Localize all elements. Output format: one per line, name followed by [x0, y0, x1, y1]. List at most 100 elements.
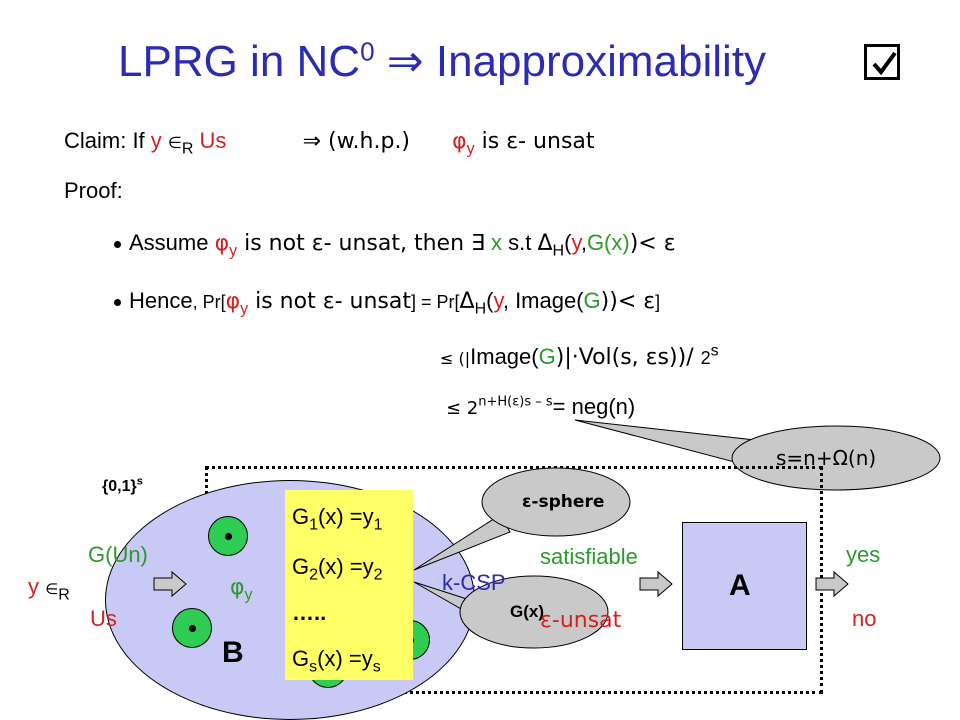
- gs-j: s: [372, 658, 381, 676]
- bullet-hence: Hence, Pr[φy is not ε- unsat] = Pr[ΔH(y,…: [114, 288, 661, 318]
- b1-x: x: [484, 230, 503, 255]
- b1-text-c: s.t: [502, 230, 538, 255]
- b2-text-c: (: [486, 288, 494, 313]
- proof-label: Proof:: [64, 178, 123, 203]
- sphere-bubble-shape: [481, 467, 631, 537]
- g-list-item-1: G1(x) =y1: [292, 504, 383, 534]
- g1-j: 1: [373, 516, 383, 534]
- ineq2-tail: = neg(n): [552, 394, 636, 419]
- set-label-text: {0,1}: [102, 478, 137, 495]
- sphere-bubble-text: ε-sphere: [522, 492, 605, 512]
- b2-text-b: is not ε- unsat: [248, 289, 411, 314]
- g1-mid: (x) =y: [318, 504, 374, 529]
- ineq1-base: 2: [700, 348, 711, 368]
- b2-y: y: [493, 288, 503, 313]
- checked-checkbox-icon: [864, 44, 900, 80]
- bullet-dot: [114, 298, 121, 306]
- y-in-sub: R: [58, 586, 70, 604]
- claim-line: Claim: If y ∈R Us ⇒ (w.h.p.) φy is ε- un…: [64, 128, 595, 158]
- b1-gx: G(x): [586, 230, 630, 255]
- b1-text-d: (: [564, 230, 572, 255]
- b2-delta-sub: H: [474, 300, 487, 318]
- ineq1-text-a: Image(: [470, 344, 539, 369]
- g2-g: G: [292, 554, 310, 579]
- phi-y-sub: y: [244, 586, 253, 604]
- b2-text-d: , Image(: [502, 288, 584, 313]
- title-suffix: Inapproximability: [435, 37, 767, 86]
- b2-delta: Δ: [459, 289, 475, 314]
- yes-label: yes: [846, 542, 881, 567]
- slide-title: LPRG in NC0 ⇒ Inapproximability: [118, 36, 766, 87]
- gs-mid: (x) =y: [317, 646, 373, 671]
- sphere-bubble-pointer: [413, 514, 511, 571]
- phi-y-label: φy: [230, 574, 253, 604]
- b1-exists: ∃: [471, 231, 485, 256]
- y-in-label: y ∈R: [28, 574, 70, 604]
- b2-pr-c: ]: [655, 292, 661, 312]
- ineq2-exp: n+H(ε)s – s: [478, 394, 553, 410]
- claim-y: y: [150, 128, 162, 153]
- bullet-dot: [114, 240, 121, 248]
- b1-delta: Δ: [537, 231, 553, 256]
- title-prefix: LPRG in NC: [118, 37, 361, 86]
- inequality-1: ≤ (|Image(G)|·Vol(s, εs))/ 2s: [440, 343, 719, 370]
- point-dot-2: [172, 608, 212, 648]
- claim-rest: is ε- unsat: [474, 129, 595, 154]
- ineq2-leq: ≤ 2: [446, 398, 479, 419]
- g-un-label: G(Un): [88, 542, 148, 567]
- b2-pr-b: ] = Pr[: [411, 292, 460, 312]
- gx-bubble-shape: [459, 575, 609, 649]
- claim-lead: Claim: If: [64, 128, 151, 153]
- ineq1-leq: ≤ (|: [440, 349, 471, 368]
- b1-text-a: Assume: [129, 230, 215, 255]
- b2-phi-sub: y: [240, 300, 249, 318]
- phi-y-phi: φ: [230, 575, 245, 600]
- bullet-assume: Assume φy is not ε- unsat, then ∃ x s.t …: [114, 230, 676, 260]
- claim-phi: φ: [452, 129, 467, 154]
- g-list-box: [285, 490, 413, 680]
- set-label: {0,1}s: [102, 475, 143, 496]
- inequality-2: ≤ 2n+H(ε)s – s= neg(n): [446, 394, 635, 420]
- satisfiable-label: satisfiable: [540, 544, 638, 569]
- g-list-dots: …..: [292, 600, 327, 625]
- b1-text-f: )< ε: [629, 231, 676, 256]
- arrow-out-a: [815, 570, 849, 598]
- g1-g: G: [292, 504, 310, 529]
- b1-delta-sub: H: [552, 242, 565, 260]
- gx-bubble-text: G(x): [510, 602, 544, 621]
- claim-implies: ⇒ (w.h.p.): [302, 129, 411, 154]
- kcsp-label: k-CSP: [442, 570, 506, 595]
- ineq1-g: G: [538, 344, 556, 369]
- g-list-item-s: Gs(x) =ys: [292, 646, 381, 676]
- claim-phi-sub: y: [466, 140, 475, 158]
- b1-text-b: is not ε- unsat, then: [237, 231, 471, 256]
- b1-text-e: ,: [580, 230, 587, 255]
- point-dot-1: [208, 516, 248, 556]
- b1-y: y: [571, 230, 581, 255]
- claim-in-sub: R: [181, 140, 194, 158]
- gs-g: G: [292, 646, 310, 671]
- g2-j: 2: [373, 566, 383, 584]
- b2-g: G: [583, 288, 601, 313]
- b2-text-e: ))< ε: [600, 289, 656, 314]
- b2-pr-a: , Pr[: [192, 292, 226, 312]
- y-in-in: ∈: [45, 580, 59, 598]
- eps-unsat-label: ε-unsat: [540, 608, 622, 633]
- gs-i: s: [309, 658, 318, 676]
- arrow-into-a: [639, 570, 673, 598]
- g2-mid: (x) =y: [318, 554, 374, 579]
- title-arrow: ⇒: [386, 36, 424, 87]
- b2-hence: Hence: [129, 288, 193, 313]
- us-label: Us: [90, 606, 117, 631]
- g2-i: 2: [309, 566, 319, 584]
- b2-phi: φ: [225, 289, 241, 314]
- claim-in: ∈: [167, 133, 182, 152]
- y-in-y: y: [28, 574, 39, 599]
- set-label-sup: s: [136, 475, 143, 488]
- set-b-label: B: [222, 636, 244, 669]
- g-list-item-2: G2(x) =y2: [292, 554, 383, 584]
- ineq1-text-b: )|·Vol(s, εs))/: [555, 345, 701, 370]
- no-label: no: [852, 606, 877, 631]
